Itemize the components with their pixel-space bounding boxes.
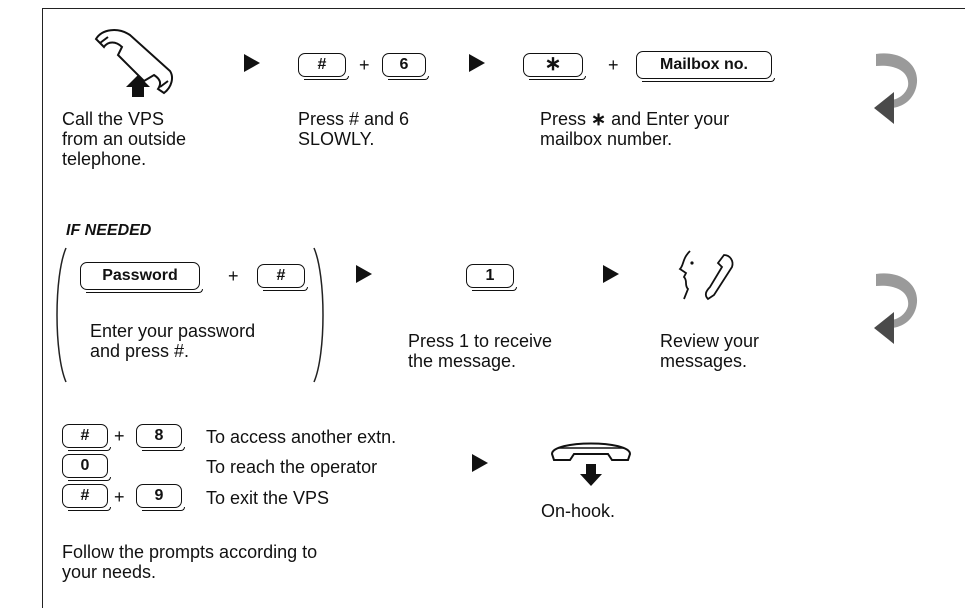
step-press-1-text: Press 1 to receive the message. xyxy=(408,331,553,371)
plus-sign: + xyxy=(359,55,370,75)
arrow-right-icon xyxy=(472,454,488,472)
onhook-text: On-hook. xyxy=(541,501,616,521)
key-hash: # xyxy=(257,264,308,291)
key-hash: # xyxy=(62,484,111,511)
step-press-hash-6-text: Press # and 6 SLOWLY. xyxy=(298,109,410,149)
key-password: Password xyxy=(80,262,203,293)
step-enter-password-text: Enter your password and press #. xyxy=(90,321,256,361)
continue-curved-arrow-icon xyxy=(874,53,918,124)
arrow-right-icon xyxy=(244,54,260,72)
step-review-messages-text: Review your messages. xyxy=(660,331,760,371)
option-exit-vps-text: To exit the VPS xyxy=(206,488,330,508)
key-star: ∗ xyxy=(523,53,586,80)
face-listening-icon xyxy=(678,250,734,301)
if-needed-label: IF NEEDED xyxy=(66,222,152,239)
plus-sign: + xyxy=(608,55,619,75)
right-parenthesis xyxy=(313,247,324,383)
step-enter-mailbox-text: Press ∗ and Enter your mailbox number. xyxy=(540,109,730,149)
arrow-right-icon xyxy=(603,265,619,283)
step-call-vps-text: Call the VPS from an outside telephone. xyxy=(62,109,187,169)
plus-sign: + xyxy=(114,487,125,507)
handset-offhook-icon xyxy=(94,29,173,97)
continue-curved-arrow-icon xyxy=(874,273,918,344)
key-8: 8 xyxy=(136,424,185,451)
key-1: 1 xyxy=(466,264,517,291)
option-access-extn-text: To access another extn. xyxy=(206,427,397,447)
arrow-right-icon xyxy=(469,54,485,72)
handset-onhook-icon xyxy=(550,442,632,486)
arrow-right-icon xyxy=(356,265,372,283)
plus-sign: + xyxy=(228,266,239,286)
key-6: 6 xyxy=(382,53,429,80)
option-reach-operator-text: To reach the operator xyxy=(206,457,378,477)
left-parenthesis xyxy=(56,247,67,383)
footer-follow-prompts-text: Follow the prompts according to your nee… xyxy=(62,542,318,582)
instruction-frame xyxy=(42,8,965,608)
plus-sign: + xyxy=(114,426,125,446)
key-9: 9 xyxy=(136,484,185,511)
key-hash: # xyxy=(62,424,111,451)
key-hash: # xyxy=(298,53,349,80)
key-mailbox-number: Mailbox no. xyxy=(636,51,775,82)
key-0: 0 xyxy=(62,454,111,481)
